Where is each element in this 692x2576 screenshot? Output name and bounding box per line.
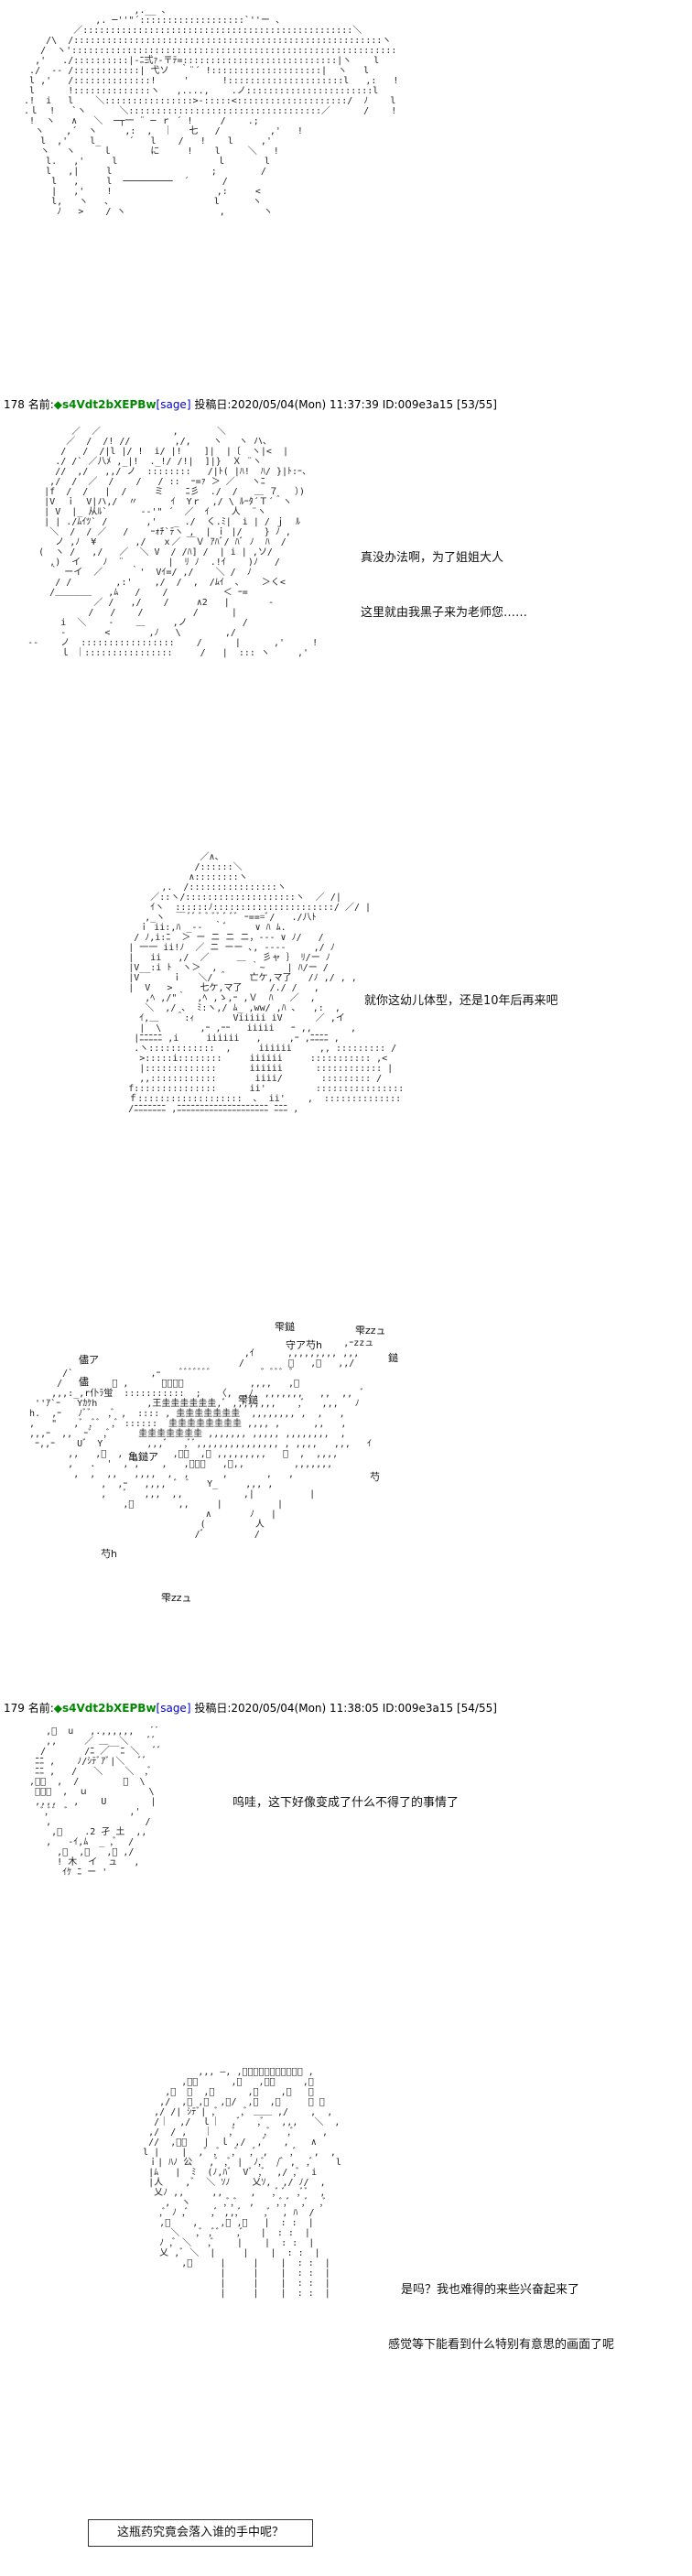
dialogue-caption-1: 真没办法啊，为了姐姐大人 这里就由我黑子来为老师您…… (361, 513, 527, 641)
date-label: 投稿日: (194, 1702, 232, 1715)
sfx-2: 守ア芍h (286, 1339, 322, 1351)
post-header: 179 名前:◆s4Vdt2bXEPBw[sage] 投稿日:2020/05/0… (4, 1701, 497, 1716)
ascii-art-figure-1: ,.__ 、 ,. ─''"´:::::::::::::::::::`''ー 、… (24, 5, 397, 217)
ascii-art-figure-2: ／ ／ , ＼ ／ / /! // ,/, ヽ ヽ ハ、 / / /|l |/ … (27, 427, 319, 658)
caption-line: 是吗？我也难得的来些兴奋起来了 (401, 2283, 580, 2297)
sfx-4: 儘 (79, 1376, 89, 1388)
post-number: 178 (4, 398, 25, 411)
ascii-art-fight-scene: ,ｰzzュ ,ｲ ,,,,,,,,, ,,, / ﾞ ,ﾞ ,,/ /` ,ｰ … (29, 1338, 374, 1540)
post-id[interactable]: ID:009e3a15 (382, 1702, 454, 1715)
sfx-7: 雫zzュ (355, 1325, 386, 1337)
mail-field[interactable]: [sage] (156, 398, 191, 411)
sfx-3: 儘ア (79, 1354, 99, 1366)
name-label: 名前: (27, 398, 54, 411)
dialogue-caption-3: 呜哇，这下好像变成了什么不得了的事情了 (232, 1796, 460, 1810)
mail-field[interactable]: [sage] (156, 1702, 191, 1715)
poster-name[interactable]: ◆s4Vdt2bXEPBw (53, 398, 157, 411)
sfx-10: 亀鎚ア (128, 1451, 158, 1463)
ascii-art-figure-3: ＾ ／∧、 /::::::＼ ∧::::::::ヽ ,. /::::::::::… (128, 842, 403, 1114)
dialogue-caption-4: 是吗？我也难得的来些兴奋起来了 感觉等下能看到什么特别有意思的画面了呢 (388, 2245, 614, 2373)
sfx-9: 雫zzュ (161, 1592, 192, 1604)
post-header: 178 名前:◆s4Vdt2bXEPBw[sage] 投稿日:2020/05/0… (4, 397, 497, 412)
caption-line: 这里就由我黑子来为老师您…… (361, 606, 528, 620)
post-date: 2020/05/04(Mon) 11:37:39 (231, 398, 379, 411)
ascii-art-figure-6: ,,, ―, ,ﾞﾞﾞﾞﾞﾞﾞﾞﾞﾞﾞ , ,ﾞﾞ ,ﾞ ,ﾞﾞ ,＼ ,ﾞ ／… (143, 2067, 341, 2299)
sfx-8: 鎚 (388, 1352, 398, 1364)
sfx-6: 芍h (101, 1548, 117, 1560)
post-id[interactable]: ID:009e3a15 (382, 398, 454, 411)
post-date: 2020/05/04(Mon) 11:38:05 (231, 1702, 379, 1715)
closing-narration-box: 这瓶药究竟会落入谁的手中呢？ (88, 2519, 313, 2547)
ascii-art-figure-5: ,ﾞ u ,.,,,,,, ﾞﾞ ,, ／ ＿__＼ ﾞﾞ / /ﾆ ／ ﾆ ＼… (29, 1726, 162, 1878)
sfx-5: 雫鎚 (238, 1394, 258, 1406)
sfx-11: 芍 (370, 1471, 380, 1483)
name-label: 名前: (27, 1702, 54, 1715)
poster-name[interactable]: ◆s4Vdt2bXEPBw (53, 1702, 157, 1715)
date-label: 投稿日: (194, 398, 232, 411)
dialogue-caption-2: 就你这幼儿体型，还是10年后再来吧 (364, 994, 558, 1008)
caption-line: 感觉等下能看到什么特别有意思的画面了呢 (388, 2338, 615, 2352)
sfx-1: 雫鎚 (275, 1321, 295, 1333)
caption-line: 真没办法啊，为了姐姐大人 (361, 551, 504, 565)
post-count: [54/55] (456, 1702, 497, 1715)
post-number: 179 (4, 1702, 25, 1715)
post-count: [53/55] (456, 398, 497, 411)
